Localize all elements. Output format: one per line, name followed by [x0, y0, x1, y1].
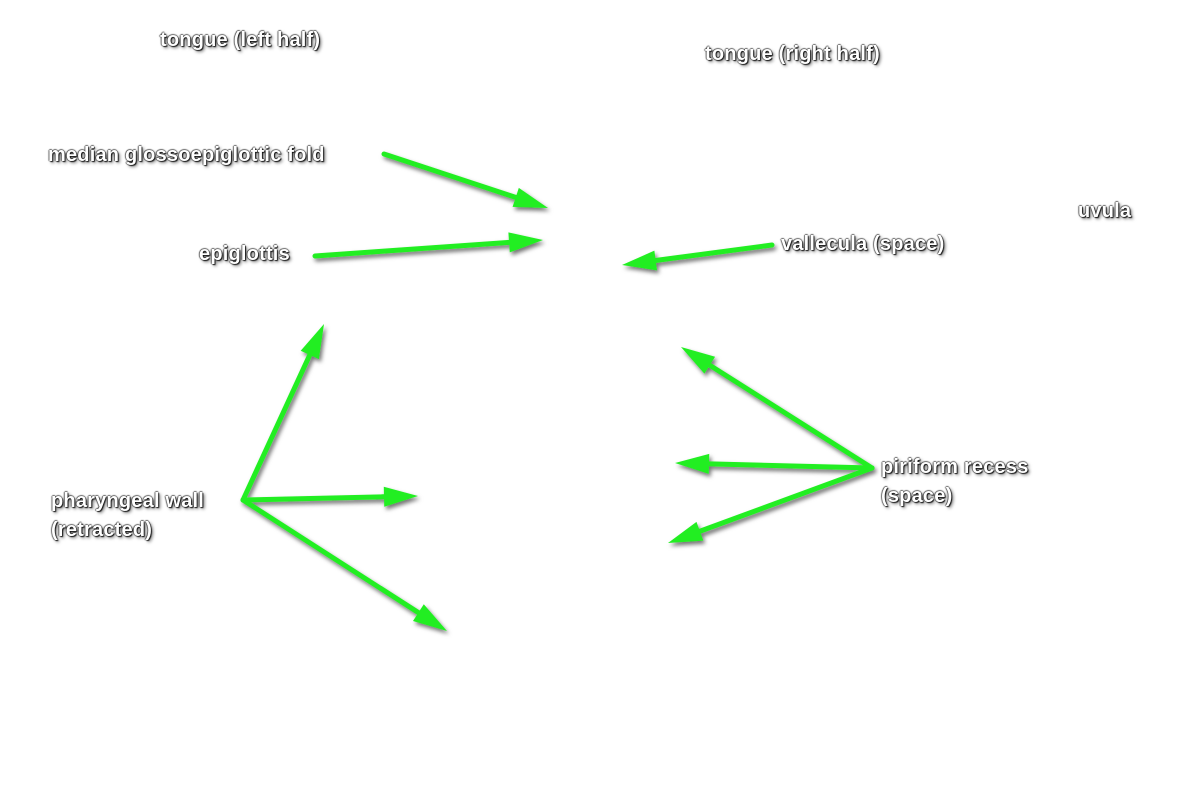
label-tongue-right: tongue (right half) [705, 43, 880, 65]
label-epiglottis: epiglottis [199, 243, 290, 265]
label-pharyngeal-wall-line1: pharyngeal wall [51, 490, 205, 512]
arrow-median-fold-shaft [381, 151, 523, 202]
arrow-pharyngeal-down [240, 497, 447, 631]
arrow-piriform-down-shaft [693, 465, 875, 536]
label-piriform-recess: piriform recess (space) [881, 453, 1029, 511]
arrow-pharyngeal-right [240, 486, 418, 507]
arrow-pharyngeal-down-head [412, 604, 447, 631]
arrow-piriform-up-head [681, 347, 716, 374]
arrow-vallecula-head [622, 250, 658, 271]
arrow-pharyngeal-up-shaft [240, 348, 314, 503]
arrow-piriform-left-head [675, 453, 710, 474]
label-pharyngeal-wall: pharyngeal wall (retracted) [51, 487, 204, 545]
label-median-glossoepiglottic-fold: median glossoepiglottic fold [48, 144, 325, 166]
arrow-piriform-left-shaft [702, 461, 875, 471]
arrow-piriform-down [668, 465, 875, 543]
label-vallecula: vallecula (space) [781, 233, 945, 255]
label-tongue-left: tongue (left half) [160, 29, 321, 51]
arrow-piriform-up [681, 347, 875, 471]
arrow-vallecula [622, 242, 775, 271]
label-pharyngeal-wall-line2: (retracted) [51, 519, 153, 541]
arrow-epiglottis [312, 232, 543, 259]
label-uvula: uvula [1078, 200, 1132, 222]
arrow-pharyngeal-up [240, 324, 324, 503]
arrow-pharyngeal-down-shaft [240, 497, 425, 618]
arrow-pharyngeal-right-head [383, 486, 418, 507]
label-piriform-recess-line2: (space) [881, 485, 953, 507]
arrow-median-fold [381, 151, 548, 208]
arrow-pharyngeal-right-shaft [240, 494, 391, 503]
arrow-piriform-down-head [668, 521, 704, 543]
arrow-piriform-up-shaft [703, 360, 875, 471]
arrow-epiglottis-head [508, 232, 543, 253]
label-piriform-recess-line1: piriform recess [881, 456, 1029, 478]
arrow-piriform-left [675, 453, 875, 474]
arrow-pharyngeal-up-head [300, 324, 324, 360]
arrow-epiglottis-shaft [312, 239, 516, 259]
arrow-vallecula-shaft [649, 242, 775, 264]
arrow-median-fold-head [512, 187, 548, 208]
